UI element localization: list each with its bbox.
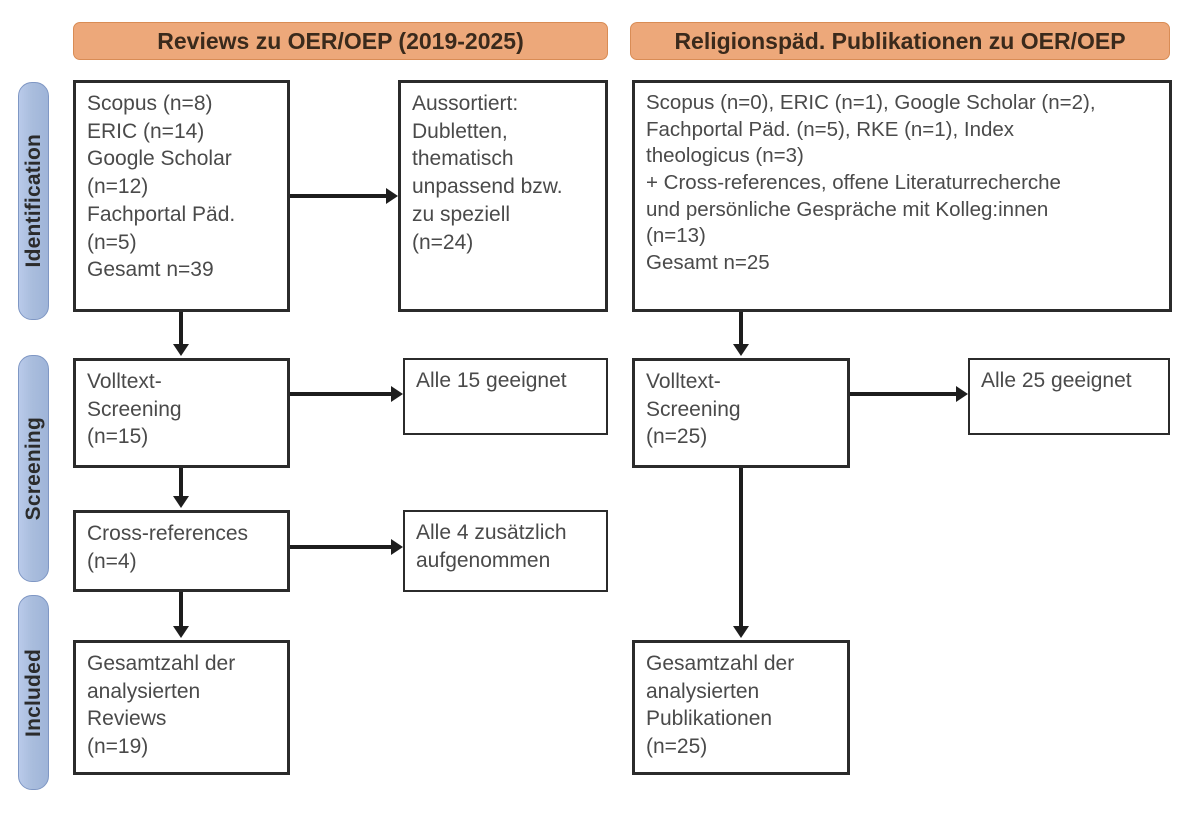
arrowhead-left-crossref-to-included xyxy=(173,626,189,638)
stage-label-identification: Identification xyxy=(18,82,49,320)
right-included-box: Gesamtzahl der analysierten Publikatione… xyxy=(632,640,850,775)
connector-left-screening-to-crossref xyxy=(179,468,183,498)
arrowhead-right-screening-to-result xyxy=(956,386,968,402)
connector-right-screening-to-included xyxy=(739,468,743,628)
arrowhead-left-identification-to-excluded xyxy=(386,188,398,204)
stage-label-included-text: Included xyxy=(21,648,45,737)
connector-right-screening-to-result xyxy=(850,392,958,396)
stage-label-included: Included xyxy=(18,595,49,790)
arrowhead-left-screening-to-result xyxy=(391,386,403,402)
connector-right-identification-to-screening xyxy=(739,312,743,346)
arrowhead-left-screening-to-crossref xyxy=(173,496,189,508)
left-crossref-result-box: Alle 4 zusätzlich aufgenommen xyxy=(403,510,608,592)
left-excluded-box: Aussortiert: Dubletten, thematisch unpas… xyxy=(398,80,608,312)
left-included-box: Gesamtzahl der analysierten Reviews (n=1… xyxy=(73,640,290,775)
stage-label-identification-text: Identification xyxy=(21,134,45,268)
right-screening-box: Volltext- Screening (n=25) xyxy=(632,358,850,468)
column-header-left: Reviews zu OER/OEP (2019-2025) xyxy=(73,22,608,60)
arrowhead-right-identification-to-screening xyxy=(733,344,749,356)
left-identification-box: Scopus (n=8) ERIC (n=14) Google Scholar … xyxy=(73,80,290,312)
left-screening-box: Volltext- Screening (n=15) xyxy=(73,358,290,468)
column-header-left-text: Reviews zu OER/OEP (2019-2025) xyxy=(157,27,524,54)
arrowhead-left-crossref-to-result xyxy=(391,539,403,555)
column-header-right: Religionspäd. Publikationen zu OER/OEP xyxy=(630,22,1170,60)
right-screening-result-box: Alle 25 geeignet xyxy=(968,358,1170,435)
connector-left-crossref-to-included xyxy=(179,592,183,628)
left-crossref-box: Cross-references (n=4) xyxy=(73,510,290,592)
arrowhead-left-identification-to-screening xyxy=(173,344,189,356)
connector-left-crossref-to-result xyxy=(290,545,393,549)
left-screening-result-box: Alle 15 geeignet xyxy=(403,358,608,435)
stage-label-screening-text: Screening xyxy=(21,416,45,521)
arrowhead-right-screening-to-included xyxy=(733,626,749,638)
column-header-right-text: Religionspäd. Publikationen zu OER/OEP xyxy=(674,27,1126,54)
stage-label-screening: Screening xyxy=(18,355,49,582)
connector-left-screening-to-result xyxy=(290,392,393,396)
connector-left-identification-to-excluded xyxy=(290,194,388,198)
right-identification-box: Scopus (n=0), ERIC (n=1), Google Scholar… xyxy=(632,80,1172,312)
connector-left-identification-to-screening xyxy=(179,312,183,346)
